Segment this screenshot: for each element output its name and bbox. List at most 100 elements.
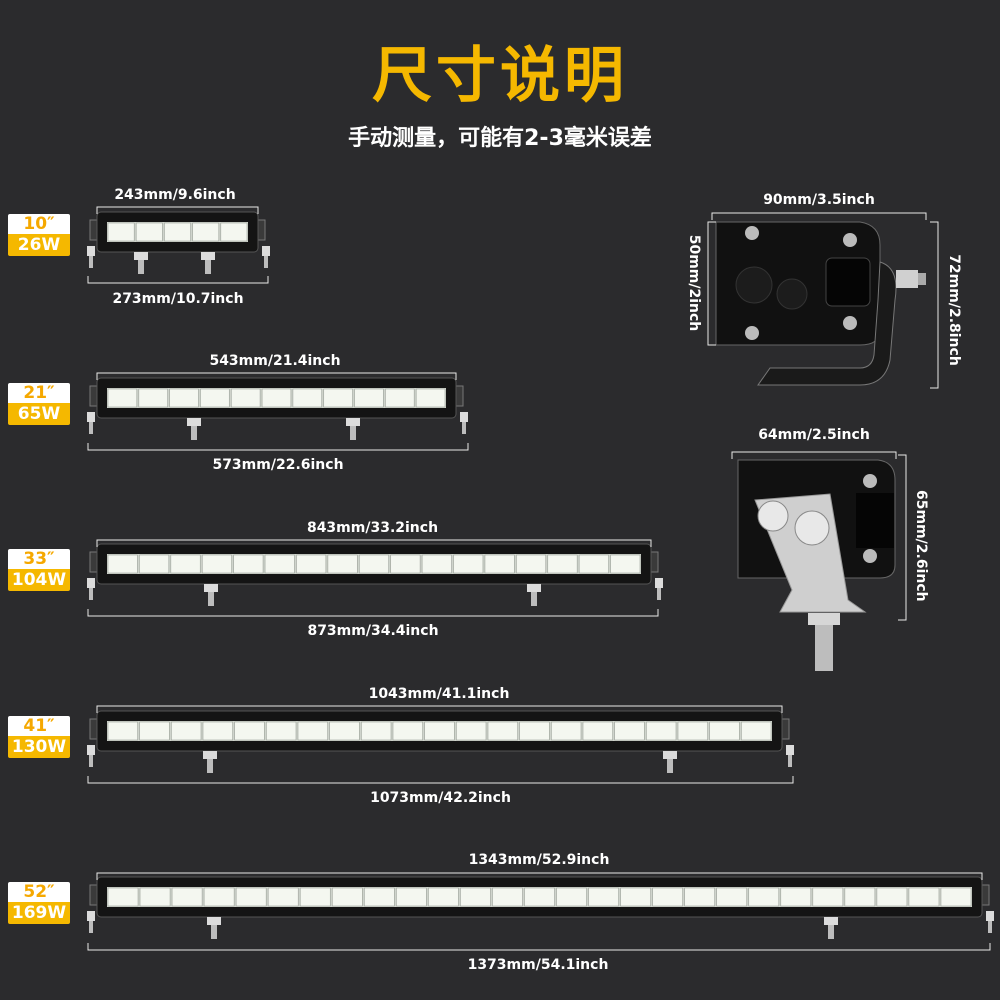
end-bolt [87,578,95,588]
mount-foot [134,252,148,260]
end-view-bolt-head [757,500,789,532]
end-view-bolt-head [794,510,830,546]
led-reflector [677,721,708,741]
led-reflector [620,887,651,907]
end-bolt [87,412,95,422]
page-subtitle: 手动测量，可能有2-3毫米误差 [348,126,652,151]
end-view-screw [863,549,877,563]
led-reflector [748,887,780,907]
end-bolt-thread [89,588,93,600]
bar-33-outer-dimension: 873mm/34.4inch [307,623,439,639]
led-reflector [107,388,138,408]
led-reflector [107,887,139,907]
outer-dimension-line [87,943,991,951]
led-reflector [551,721,582,741]
led-reflector [297,721,328,741]
side-view-width-line [711,212,927,220]
bar-21-inner-dimension: 543mm/21.4inch [209,353,341,369]
end-bolt-thread [89,422,93,434]
led-reflector [299,887,331,907]
bar-52-badge: 52″ 169W [8,882,70,924]
led-reflector [424,721,455,741]
led-reflector [812,887,844,907]
mount-bolt [211,925,217,939]
bar-power-label: 130W [8,736,70,758]
mount-foot [203,751,217,759]
side-view-height-dimension: 50mm/2inch [686,234,702,332]
led-reflector [460,887,491,907]
end-bolt-thread [264,256,268,268]
led-reflector [487,721,518,741]
led-reflector [139,887,171,907]
outer-dimension-line [87,276,269,284]
led-reflector [192,222,220,242]
led-reflector [329,721,360,741]
end-bolt [986,911,994,921]
bar-power-label: 26W [8,234,70,256]
mount-foot [824,917,838,925]
led-reflector [220,222,248,242]
mount-foot [201,252,215,260]
led-reflector [358,554,390,574]
led-reflector [139,721,170,741]
end-bolt [87,745,95,755]
side-view-screw [843,316,857,330]
mount-bolt [350,426,356,440]
led-reflector [415,388,446,408]
bar-41-inner-dimension: 1043mm/41.1inch [368,686,510,702]
mount-bolt [208,592,214,606]
side-view-drawing [715,221,926,386]
bar-size-label: 10″ [8,214,70,234]
light-bar-4 [87,710,794,773]
bar-21-outer-dimension: 573mm/22.6inch [212,457,344,473]
led-reflector [456,721,487,741]
end-view-drawing [737,459,896,671]
end-bolt [262,246,270,256]
end-bolt [655,578,663,588]
led-reflector [164,222,191,242]
led-reflector [200,388,230,408]
side-view-bolt [896,270,918,288]
led-reflector [331,887,363,907]
end-view-height-line [898,454,907,621]
led-reflector [492,887,523,907]
light-bar-3 [87,543,663,606]
bar-size-label: 33″ [8,549,70,569]
led-reflector [170,554,201,574]
led-reflector [588,887,619,907]
led-reflector [396,887,427,907]
led-reflector [230,388,261,408]
end-bolt-thread [89,921,93,933]
mount-bolt [828,925,834,939]
led-reflector [876,887,908,907]
side-view-total-height-dimension: 72mm/2.8inch [946,254,962,366]
side-view-screw [745,226,759,240]
inner-dimension-line [96,872,983,880]
led-reflector [261,388,292,408]
outer-dimension-line [87,776,794,784]
bar-41-badge: 41″ 130W [8,716,70,758]
bar-10-badge: 10″ 26W [8,214,70,256]
led-reflector [556,887,587,907]
mount-foot [527,584,541,592]
led-reflector [171,721,202,741]
led-reflector [780,887,812,907]
end-bolt-thread [657,588,661,600]
led-reflector [519,721,550,741]
inner-dimension-line [96,206,259,214]
led-reflector [908,887,940,907]
end-view-height-dimension: 65mm/2.6inch [913,490,929,602]
bar-52-outer-dimension: 1373mm/54.1inch [467,957,609,973]
outer-dimension-line [87,443,469,451]
led-reflector [135,222,163,242]
bar-41-outer-dimension: 1073mm/42.2inch [370,790,511,806]
light-bar-1 [87,211,270,274]
end-bolt-thread [89,256,93,268]
led-reflector [940,887,972,907]
led-reflector [201,554,232,574]
led-reflector [709,721,740,741]
led-reflector [264,554,295,574]
bar-size-label: 21″ [8,383,70,403]
led-reflector [323,388,353,408]
